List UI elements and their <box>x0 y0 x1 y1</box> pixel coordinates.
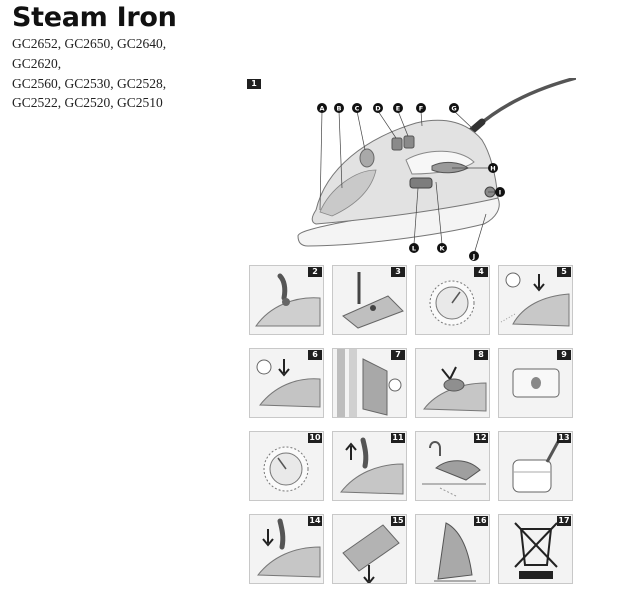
step-number: 15 <box>391 516 405 526</box>
callout-g: G <box>449 103 459 113</box>
figure-step-3: 3 <box>332 265 407 335</box>
callout-a: A <box>317 103 327 113</box>
water-tank-window-icon <box>512 368 560 398</box>
vinegar-pot-icon <box>512 439 561 493</box>
step-number: 11 <box>391 433 405 443</box>
callout-l: L <box>409 243 419 253</box>
sink-descaling-icon <box>422 441 486 497</box>
svg-text:K: K <box>439 244 445 252</box>
figure-step-6: 6 <box>249 348 324 418</box>
figure-step-14: 14 <box>249 514 324 584</box>
step-number: 8 <box>474 350 488 360</box>
callout-h: H <box>488 163 498 173</box>
iron-soleplate-screwdriver-icon <box>342 272 404 329</box>
calc-clean-button-icon <box>340 437 404 495</box>
step-number: 3 <box>391 267 405 277</box>
figure-main-iron: 1 <box>246 76 577 264</box>
document-title: Steam Iron <box>12 2 177 33</box>
step-number: 10 <box>308 433 322 443</box>
figure-step-13: 13 <box>498 431 573 501</box>
svg-text:C: C <box>355 104 360 112</box>
figure-step-16: 16 <box>415 514 490 584</box>
model-line: GC2560, GC2530, GC2528, <box>12 75 167 91</box>
iron-upright-storage-icon <box>434 522 476 582</box>
figure-step-8: 8 <box>415 348 490 418</box>
step-number: 16 <box>474 516 488 526</box>
step-number: 9 <box>557 350 571 360</box>
figure-step-15: 15 <box>332 514 407 584</box>
step-number: 12 <box>474 433 488 443</box>
model-line: GC2522, GC2520, GC2510 <box>12 95 163 111</box>
callout-d: D <box>373 103 383 113</box>
callout-k: K <box>437 243 447 253</box>
callout-f: F <box>416 103 426 113</box>
step-number: 2 <box>308 267 322 277</box>
svg-text:E: E <box>396 104 400 112</box>
svg-text:D: D <box>375 104 381 112</box>
svg-text:L: L <box>412 244 416 252</box>
figure-step-2: 2 <box>249 265 324 335</box>
figure-number: 1 <box>247 79 261 89</box>
iron-illustration: A B C D E F G H I J K L <box>297 76 577 261</box>
svg-text:F: F <box>419 104 423 112</box>
callout-b: B <box>334 103 344 113</box>
callout-e: E <box>393 103 403 113</box>
figure-step-7: 7 <box>332 348 407 418</box>
iron-finger-press-icon <box>257 518 321 578</box>
step-number: 4 <box>474 267 488 277</box>
figure-step-9: 9 <box>498 348 573 418</box>
model-list: GC2652, GC2650, GC2640, GC2620, GC2560, … <box>12 34 222 113</box>
callout-j: J <box>469 251 479 261</box>
svg-text:G: G <box>451 104 456 112</box>
svg-text:B: B <box>337 104 342 112</box>
step-number: 6 <box>308 350 322 360</box>
figure-step-5: 5 <box>498 265 573 335</box>
model-line: GC2652, GC2650, GC2640, <box>12 36 167 51</box>
step-number: 17 <box>557 516 571 526</box>
figure-step-12: 12 <box>415 431 490 501</box>
cord-wrap-icon <box>342 524 400 583</box>
step-number: 13 <box>557 433 571 443</box>
svg-text:I: I <box>499 188 501 196</box>
temperature-dial-icon <box>429 280 475 326</box>
spray-button-icon <box>500 272 570 327</box>
figure-step-4: 4 <box>415 265 490 335</box>
vertical-steam-curtain-icon <box>337 349 402 417</box>
step-number: 5 <box>557 267 571 277</box>
crossed-out-bin-icon <box>514 522 558 579</box>
step-number: 7 <box>391 350 405 360</box>
figure-step-17: 17 <box>498 514 573 584</box>
svg-text:A: A <box>319 104 324 112</box>
iron-thumb-spray-icon <box>255 273 321 327</box>
steam-boost-icon <box>256 359 321 408</box>
svg-text:J: J <box>472 252 475 260</box>
temperature-dial-icon <box>263 446 309 492</box>
callout-i: I <box>495 187 505 197</box>
callout-c: C <box>352 103 362 113</box>
step-number: 14 <box>308 516 322 526</box>
figure-step-11: 11 <box>332 431 407 501</box>
self-clean-knob-icon <box>423 366 487 412</box>
figure-step-10: 10 <box>249 431 324 501</box>
svg-text:H: H <box>490 164 495 172</box>
model-line: GC2620, <box>12 55 62 71</box>
